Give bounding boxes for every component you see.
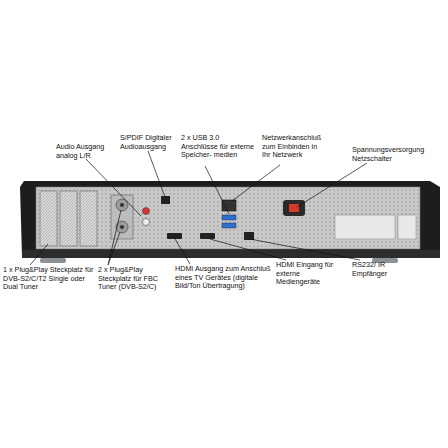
audio-out-label: Audio Ausgang analog L/R	[56, 143, 114, 160]
hdmi-in-label: HDMI Eingang für externe Mediengeräte	[276, 261, 342, 287]
fbc-slot-label: 2 x Plug&Play Steckplatz für FBC Tuner (…	[98, 266, 172, 292]
spdif-label: S/PDIF Digitaler Audioausgang	[120, 134, 182, 151]
usb-label: 2 x USB 3.0 Anschlüsse für externe Speic…	[181, 134, 257, 160]
power-label: Spannungsversorgung Netzschalter	[352, 146, 430, 163]
network-label: Netzwerkanschluß zum Einbinden in Ihr Ne…	[262, 134, 326, 160]
rs232-label: RS232/ IR Empfänger	[352, 261, 402, 278]
tuner-slot-label: 1 x Plug&Play Steckplatz für DVB-S2/C/T2…	[3, 266, 95, 292]
hdmi-out-label: HDMI Ausgang zum Anschluß eines TV Gerät…	[175, 265, 273, 291]
